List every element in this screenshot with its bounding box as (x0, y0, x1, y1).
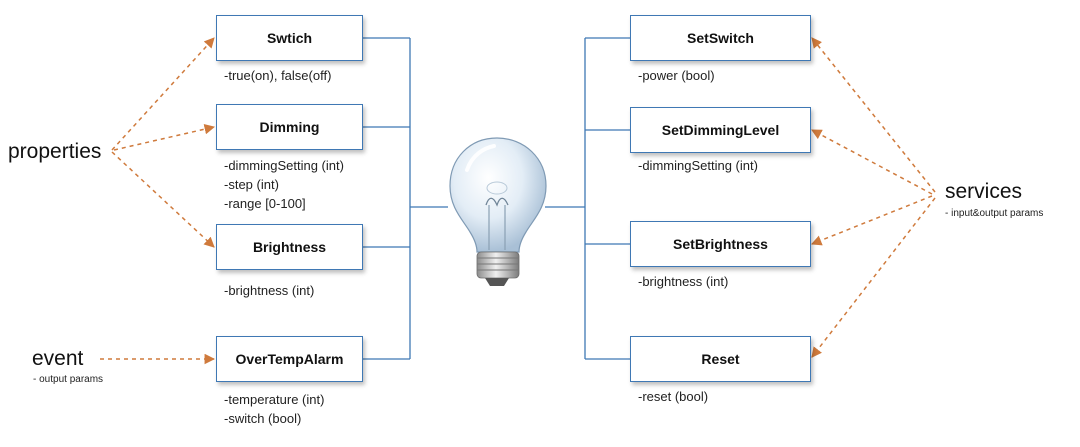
services-label: services (945, 180, 1023, 203)
service-params-reset: -reset (bool) (638, 387, 708, 406)
param-line: -temperature (int) (224, 392, 325, 407)
param-line: -true(on), false(off) (224, 68, 332, 83)
light-bulb-icon (449, 137, 547, 286)
property-box-switch: Swtich (216, 15, 363, 61)
property-params-switch: -true(on), false(off) (224, 66, 331, 85)
event-params-overtempalarm: -temperature (int) -switch (bool) (224, 390, 324, 428)
property-params-brightness: -brightness (int) (224, 281, 314, 300)
param-line: -reset (bool) (638, 389, 709, 404)
arrow-services-setdimminglevel (811, 129, 933, 195)
arrow-properties-brightness (111, 151, 215, 248)
event-sublabel: - output params (33, 374, 104, 385)
param-line: -brightness (int) (638, 274, 729, 289)
left-connector-tree (363, 37, 448, 360)
service-params-setswitch: -power (bool) (638, 66, 715, 85)
param-line: -brightness (int) (224, 283, 315, 298)
properties-label: properties (8, 140, 102, 163)
services-sublabel: - input&output params (945, 208, 1044, 219)
service-box-reset: Reset (630, 336, 811, 382)
param-line: -step (int) (224, 177, 279, 192)
service-box-setbrightness: SetBrightness (630, 221, 811, 267)
property-box-dimming: Dimming (216, 104, 363, 150)
service-params-setbrightness: -brightness (int) (638, 272, 728, 291)
dashed-arrows (100, 37, 936, 365)
param-line: -range [0-100] (224, 196, 306, 211)
arrow-properties-dimming (113, 124, 216, 151)
param-line: -power (bool) (638, 68, 715, 83)
arrow-services-setbrightness (811, 195, 933, 246)
param-line: -dimmingSetting (int) (224, 158, 344, 173)
arrow-services-reset (811, 197, 936, 358)
param-line: -dimmingSetting (int) (638, 158, 758, 173)
event-label: event (32, 347, 84, 370)
arrow-services-setswitch (811, 37, 936, 193)
event-box-overtempalarm: OverTempAlarm (216, 336, 363, 382)
service-box-setswitch: SetSwitch (630, 15, 811, 61)
service-box-setdimminglevel: SetDimmingLevel (630, 107, 811, 153)
arrow-properties-switch (111, 37, 215, 151)
param-line: -switch (bool) (224, 411, 302, 426)
service-params-setdimminglevel: -dimmingSetting (int) (638, 156, 758, 175)
property-box-brightness: Brightness (216, 224, 363, 270)
property-params-dimming: -dimmingSetting (int) -step (int) -range… (224, 156, 344, 213)
right-connector-tree (545, 37, 630, 360)
